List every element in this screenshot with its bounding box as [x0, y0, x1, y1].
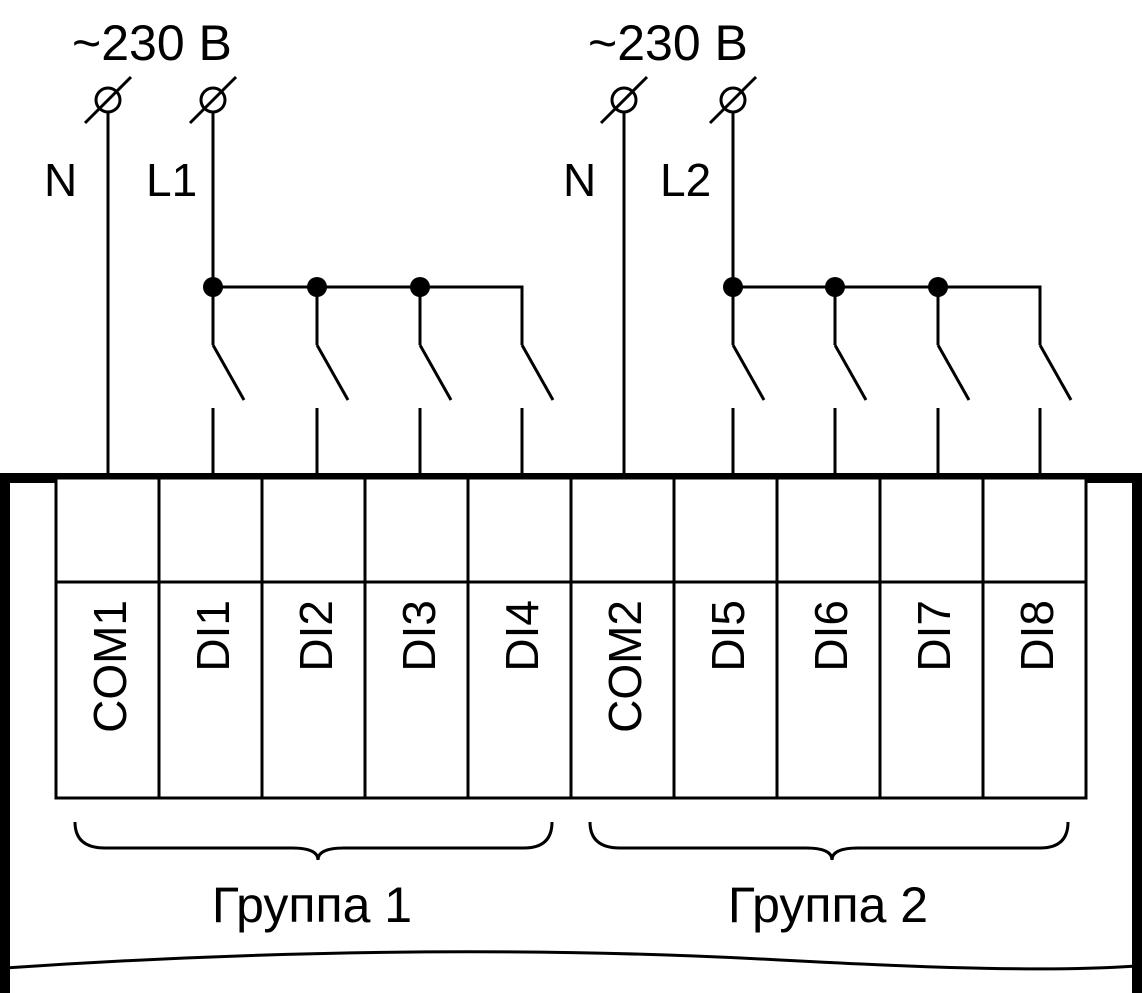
switch-di5-icon — [731, 344, 766, 478]
terminal-label-di7: DI7 — [908, 600, 960, 672]
group-2-brace-icon — [588, 821, 1070, 861]
terminal-label-di4: DI4 — [496, 600, 548, 672]
terminal-label-com1: COM1 — [84, 600, 136, 733]
terminal-label-di6: DI6 — [805, 600, 857, 672]
supply-1-voltage-label: ~230 В — [72, 15, 232, 71]
terminal-labels: COM1 DI1 DI2 DI3 DI4 COM2 DI5 DI6 DI7 DI… — [84, 600, 1063, 733]
supply-2-voltage-label: ~230 В — [588, 15, 748, 71]
supply-1: ~230 В N L1 — [44, 15, 555, 478]
terminal-label-di8: DI8 — [1011, 600, 1063, 672]
supply-1-neutral-label: N — [44, 154, 77, 206]
switch-di3-icon — [418, 344, 453, 478]
switch-di6-icon — [833, 344, 868, 478]
switch-di4-icon — [520, 344, 555, 478]
terminal-label-di3: DI3 — [393, 600, 445, 672]
terminal-block — [54, 476, 1088, 800]
switch-di7-icon — [936, 344, 971, 478]
group-2-label: Группа 2 — [728, 877, 928, 933]
switch-di8-icon — [1038, 344, 1073, 478]
supply-2-line-label: L2 — [660, 154, 711, 206]
supply-2: ~230 В N L2 — [563, 15, 1073, 478]
supply-1-line-label: L1 — [146, 154, 197, 206]
supply-2-neutral-label: N — [563, 154, 596, 206]
supply-1-wiring — [106, 112, 524, 478]
group-1-brace-icon — [73, 821, 554, 861]
switch-di1-icon — [211, 344, 246, 478]
terminal-label-di2: DI2 — [290, 600, 342, 672]
terminal-label-di5: DI5 — [702, 600, 754, 672]
supply-1-junctions — [203, 277, 430, 297]
terminal-label-di1: DI1 — [187, 600, 239, 672]
terminal-label-com2: COM2 — [599, 600, 651, 733]
supply-2-junctions — [723, 277, 948, 297]
group-1-label: Группа 1 — [212, 877, 412, 933]
switch-di2-icon — [315, 344, 350, 478]
